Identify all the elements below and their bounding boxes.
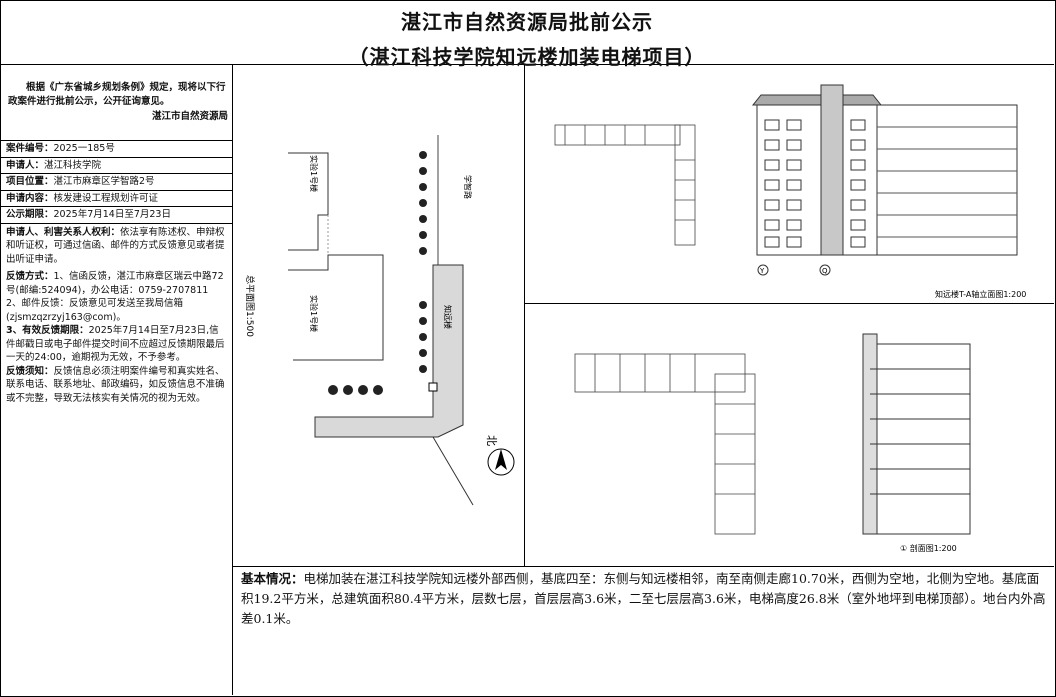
valid-period-label: 3、有效反馈期限： <box>6 325 89 336</box>
feedback-email: 2、邮件反馈：反馈意见可发送至我局信箱(zjsmzqzrzyj163@com)。 <box>6 298 184 323</box>
boundary-line <box>432 436 474 506</box>
floor-plan-panel: ① 剖面图1:200 <box>525 304 1054 566</box>
section-label: ① 剖面图1:200 <box>900 543 957 553</box>
axis-label-q: Q <box>822 267 828 275</box>
location-value: 湛江市麻章区学智路2号 <box>53 176 155 187</box>
floor-plan-drawing: ① 剖面图1:200 <box>574 333 971 553</box>
rights-text: 依法享有陈述权、申辩权和听证权，可通过信函、邮件的方式反馈意见或者提出听证申请。 <box>6 226 225 265</box>
floor-plan-small <box>554 124 696 246</box>
axis-marker-q <box>819 264 831 276</box>
location-label: 项目位置： <box>6 176 54 187</box>
section-drawing <box>862 333 971 535</box>
intro-org: 湛江市自然资源局 <box>151 111 228 122</box>
site-scale-label: 总平面图1:500 <box>244 275 256 337</box>
elevator-site-marker <box>428 382 438 392</box>
site-plan-drawing: 实验1号楼 实验1号楼 学智路 知远楼 总平面图1:500 北 <box>244 135 515 506</box>
feedback-mail: 1、信函反馈，湛江市麻章区瑞云中路72号(邮编:524094)，办公电话：075… <box>6 271 224 296</box>
north-arrow-pointer-icon <box>495 449 507 470</box>
applicant-label: 申请人： <box>6 159 45 171</box>
case-number-value: 2025一185号 <box>53 143 115 154</box>
north-label: 北 <box>485 435 498 446</box>
case-number-row: 案件编号：2025一185号 <box>0 141 232 158</box>
period-value: 2025年7月14日至7月23日 <box>53 209 171 220</box>
elevation-drawing: Y Q 知远楼T-A轴立面图1:200 <box>554 84 1026 299</box>
rights-section: 申请人、利害关系人权利：依法享有陈述权、申辩权和听证权，可通过信函、邮件的方式反… <box>0 224 232 269</box>
notice-label: 反馈须知： <box>6 365 54 377</box>
elevation-label: 知远楼T-A轴立面图1:200 <box>935 289 1026 299</box>
valid-period-text: 2025年7月14日至7月23日,信件邮戳日或电子邮件提交时间不应超过反馈期限最… <box>6 325 225 363</box>
intro-text: 根据《广东省城乡规划条例》规定，现将以下行政案件进行批前公示，公开征询意见。 <box>8 82 226 107</box>
site-label-road: 学智路 <box>463 175 473 199</box>
axis-label-y: Y <box>759 267 765 275</box>
applicant-value: 湛江科技学院 <box>44 159 102 171</box>
site-plan-panel: 实验1号楼 实验1号楼 学智路 知远楼 总平面图1:500 北 <box>233 65 525 566</box>
basic-info-section: 基本情况：电梯加装在湛江科技学院知远楼外部西侧，基底四至：东侧与知远楼相邻，南至… <box>233 566 1054 695</box>
rights-label: 申请人、利害关系人权利： <box>6 226 121 238</box>
elevation-building <box>751 84 1018 256</box>
notice-text: 反馈信息必须注明案件编号和真实姓名、联系电话、联系地址、邮政编码，如反馈信息不准… <box>6 365 225 404</box>
axis-marker-y <box>757 264 769 276</box>
building-outline-mid <box>288 254 384 361</box>
left-info-column: 根据《广东省城乡规划条例》规定，现将以下行政案件进行批前公示，公开征询意见。 湛… <box>0 65 233 695</box>
applicant-row: 申请人：湛江科技学院 <box>0 158 232 174</box>
site-label-lab1: 实验1号楼 <box>309 155 319 192</box>
period-label: 公示期限： <box>6 209 54 220</box>
page-subtitle: （湛江科技学院知远楼加装电梯项目） <box>348 45 706 69</box>
content-label: 申请内容： <box>6 192 54 204</box>
content-value: 核发建设工程规划许可证 <box>53 192 159 204</box>
zhiyuan-building <box>314 264 464 438</box>
site-label-building: 知远楼 <box>443 305 453 329</box>
location-row: 项目位置：湛江市麻章区学智路2号 <box>0 174 232 191</box>
header: 湛江市自然资源局批前公示 （湛江科技学院知远楼加装电梯项目） <box>0 0 1054 69</box>
period-row: 公示期限：2025年7月14日至7月23日 <box>0 207 232 224</box>
basic-text: 电梯加装在湛江科技学院知远楼外部西侧，基底四至：东侧与知远楼相邻，南至南侧走廊1… <box>241 571 1046 626</box>
intro-section: 根据《广东省城乡规划条例》规定，现将以下行政案件进行批前公示，公开征询意见。 湛… <box>0 65 232 141</box>
feedback-label: 反馈方式： <box>6 271 54 282</box>
page-title: 湛江市自然资源局批前公示 <box>401 10 653 34</box>
feedback-section: 反馈方式：1、信函反馈，湛江市麻章区瑞云中路72号(邮编:524094)，办公电… <box>0 268 232 407</box>
floor-plan-large <box>574 353 756 535</box>
elevation-panel: Y Q 知远楼T-A轴立面图1:200 <box>525 65 1054 304</box>
building-outline-top <box>288 152 329 251</box>
tree-row <box>328 151 427 395</box>
content-row: 申请内容：核发建设工程规划许可证 <box>0 191 232 207</box>
case-number-label: 案件编号： <box>6 143 54 154</box>
site-label-lab2: 实验1号楼 <box>309 295 319 332</box>
basic-label: 基本情况： <box>241 571 304 586</box>
